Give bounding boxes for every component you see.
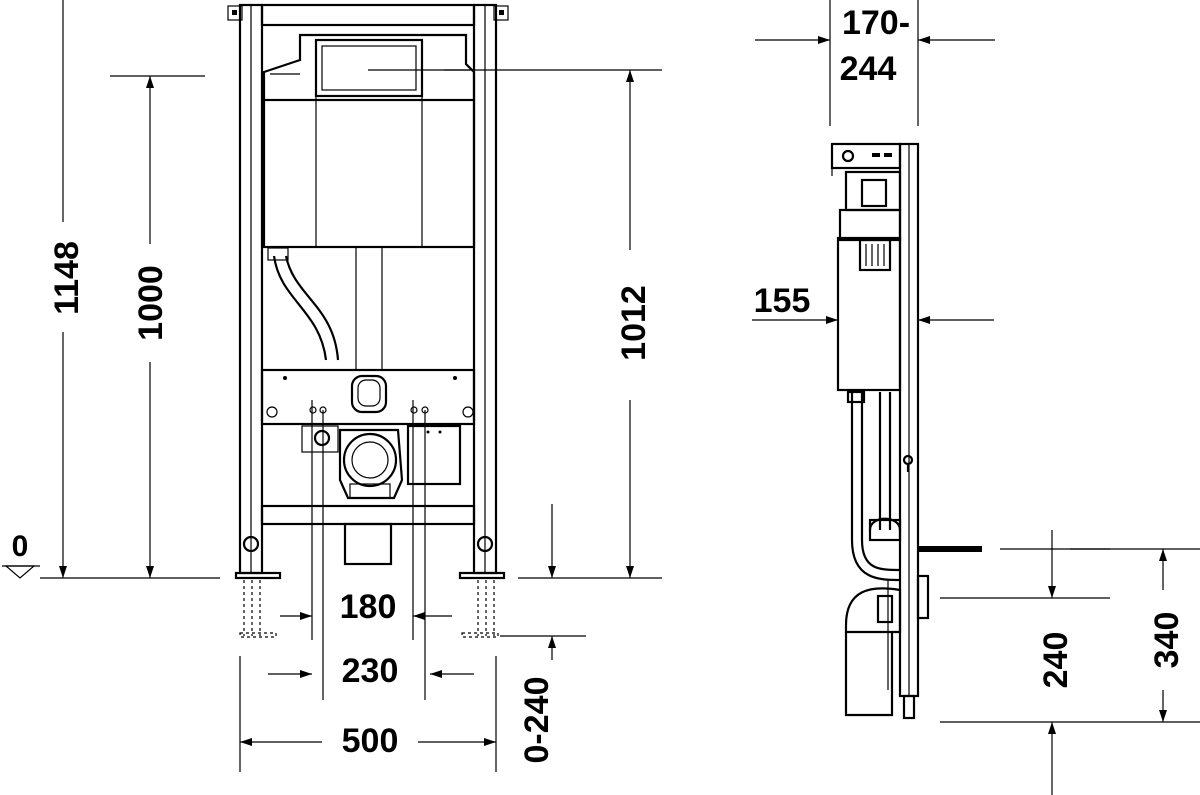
outlet-connector [301, 424, 462, 500]
front-view: 1148 1000 1012 0 [2, 0, 662, 772]
support-plate [260, 368, 476, 426]
side-view: 170- 244 155 240 [752, 0, 1200, 795]
label-244: 244 [840, 50, 897, 88]
dim-frame-width: 500 [239, 656, 497, 772]
label-0-240: 0-240 [518, 677, 556, 764]
dim-outer-spacing: 230 [268, 410, 474, 700]
label-240: 240 [1037, 632, 1075, 689]
label-1012: 1012 [615, 285, 653, 361]
side-flush-pipe [846, 390, 902, 582]
label-floor-zero: 0 [12, 530, 29, 563]
dim-depth-tank: 155 [752, 282, 994, 324]
dim-height-frame-top: 1012 [368, 69, 662, 579]
dim-bolt-height: 240 [940, 530, 1110, 795]
label-340: 340 [1148, 612, 1186, 669]
dim-foot-adjust: 0-240 [500, 504, 586, 763]
dim-outlet-height: 340 [940, 548, 1200, 723]
label-180: 180 [340, 588, 397, 626]
label-170: 170- [842, 4, 910, 42]
label-230: 230 [342, 652, 399, 690]
dim-height-tank: 1000 [110, 75, 205, 578]
flush-pipe [267, 247, 383, 370]
side-top-bracket [830, 142, 902, 176]
side-outlet-bend [844, 580, 902, 717]
label-155: 155 [754, 282, 811, 320]
floor-level-marker: 0 [2, 530, 40, 579]
frame-base [234, 504, 506, 638]
label-1000: 1000 [132, 265, 170, 341]
side-frame-plate [898, 142, 920, 720]
label-500: 500 [342, 722, 399, 760]
label-1148: 1148 [48, 241, 86, 315]
side-bolts [916, 546, 982, 620]
cistern [262, 33, 476, 249]
dim-height-total: 1148 [40, 0, 220, 579]
side-valve-assembly [838, 170, 902, 272]
side-cistern [836, 236, 902, 392]
dim-inner-spacing: 180 [280, 400, 452, 640]
dim-depth-top: 170- 244 [755, 0, 995, 126]
